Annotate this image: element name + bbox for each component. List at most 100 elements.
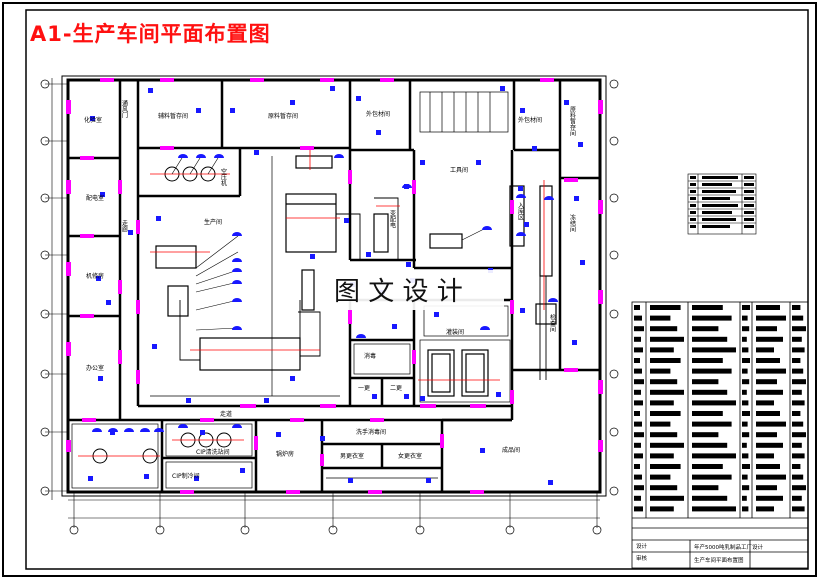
equipment-list-rows bbox=[634, 305, 806, 512]
table-cell-mark bbox=[634, 305, 640, 310]
table-cell-mark bbox=[742, 506, 749, 512]
table-cell-mark bbox=[634, 326, 644, 332]
room-label: 生产间 bbox=[204, 218, 222, 226]
table-cell-mark bbox=[692, 474, 732, 480]
table-cell-mark bbox=[756, 421, 786, 427]
table-cell-mark bbox=[742, 485, 750, 491]
table-cell-mark bbox=[634, 400, 643, 406]
table-cell-mark bbox=[742, 400, 749, 406]
blue-lamp-icons bbox=[92, 154, 558, 432]
table-cell-mark bbox=[634, 485, 644, 491]
table-cell-mark bbox=[756, 485, 777, 491]
table-cell-mark bbox=[756, 368, 786, 374]
table-cell-mark bbox=[692, 389, 728, 395]
room-label: 机修房 bbox=[86, 272, 104, 280]
table-cell-mark bbox=[692, 315, 732, 321]
filler-1 bbox=[427, 349, 455, 397]
table-cell-mark bbox=[742, 379, 750, 385]
table-cell-mark bbox=[742, 389, 747, 395]
table-cell-mark bbox=[792, 315, 804, 321]
table-cell-mark bbox=[742, 432, 750, 438]
table-cell-mark bbox=[756, 400, 774, 406]
table-cell-mark bbox=[792, 400, 805, 406]
table-cell-mark bbox=[792, 506, 805, 512]
table-cell-mark bbox=[756, 411, 780, 416]
table-cell-mark bbox=[692, 368, 732, 374]
room-label: 外包材间 bbox=[518, 116, 542, 124]
table-cell-mark bbox=[742, 464, 750, 469]
table-cell-mark bbox=[692, 347, 736, 353]
room-label: 通风门 bbox=[121, 99, 128, 119]
room-label: 空压机 bbox=[220, 167, 227, 187]
table-cell-mark bbox=[634, 453, 643, 459]
room-label: 办公室 bbox=[86, 364, 104, 372]
label-design: 设计 bbox=[636, 542, 648, 550]
table-cell-mark bbox=[792, 368, 804, 374]
table-cell-mark bbox=[756, 315, 786, 321]
table-cell-mark bbox=[792, 442, 802, 448]
page-title: A1-生产车间平面布置图 bbox=[30, 22, 271, 46]
table-cell-mark bbox=[792, 347, 805, 353]
table-cell-mark bbox=[792, 485, 806, 491]
table-cell-mark bbox=[692, 358, 723, 363]
secondary-lines bbox=[71, 91, 511, 489]
table-cell-mark bbox=[650, 485, 678, 491]
table-cell-mark bbox=[634, 336, 641, 342]
table-cell-mark bbox=[650, 474, 671, 480]
table-cell-mark bbox=[756, 305, 780, 310]
table-cell-mark bbox=[742, 474, 748, 480]
table-cell-mark bbox=[742, 368, 748, 374]
room-label: 锅炉房 bbox=[276, 450, 294, 458]
table-cell-mark bbox=[792, 474, 804, 480]
table-cell-mark bbox=[650, 368, 671, 374]
red-markings bbox=[78, 150, 545, 457]
table-cell-mark bbox=[692, 485, 719, 491]
table-cell-mark bbox=[792, 389, 802, 395]
table-cell-mark bbox=[692, 400, 736, 406]
table-cell-mark bbox=[756, 347, 774, 353]
table-cell-mark bbox=[650, 495, 684, 501]
table-cell-mark bbox=[650, 347, 674, 353]
table-cell-mark bbox=[634, 315, 642, 321]
table-cell-mark bbox=[634, 432, 644, 438]
equipment bbox=[155, 155, 557, 397]
room-label: 工具间 bbox=[450, 166, 468, 174]
table-cell-mark bbox=[692, 495, 728, 501]
pasteurizer bbox=[199, 337, 301, 371]
table-cell-mark bbox=[650, 432, 678, 438]
room-label: 洗手消毒间 bbox=[356, 428, 386, 436]
table-cell-mark bbox=[756, 379, 777, 385]
table-cell-mark bbox=[692, 442, 728, 448]
table-cell-mark bbox=[650, 453, 674, 459]
drawing-name: 生产车间平面布置图 bbox=[694, 556, 744, 564]
table-cell-mark bbox=[792, 495, 802, 501]
room-label: 女更衣室 bbox=[398, 452, 422, 460]
table-cell-mark bbox=[742, 336, 747, 342]
room-label: 化验室 bbox=[84, 116, 102, 124]
table-cell-mark bbox=[634, 421, 642, 427]
table-cell-mark bbox=[792, 411, 801, 416]
table-cell-mark bbox=[792, 336, 802, 342]
room-label: 灌装间 bbox=[446, 328, 464, 336]
table-cell-mark bbox=[756, 453, 774, 459]
table-cell-mark bbox=[650, 315, 671, 321]
table-cell-mark bbox=[742, 358, 750, 363]
table-cell-mark bbox=[650, 421, 671, 427]
table-cell-mark bbox=[650, 400, 674, 406]
room-label: 入库区 bbox=[517, 202, 524, 220]
table-cell-mark bbox=[634, 442, 641, 448]
table-cell-mark bbox=[692, 336, 728, 342]
table-cell-mark bbox=[692, 411, 723, 416]
table-cell-mark bbox=[742, 347, 749, 353]
room-label: 原料暂存间 bbox=[569, 106, 576, 137]
table-cell-mark bbox=[792, 464, 801, 469]
table-cell-mark bbox=[756, 432, 777, 438]
room-label: 原料暂存间 bbox=[268, 112, 298, 120]
table-cell-mark bbox=[634, 379, 644, 385]
table-cell-mark bbox=[756, 474, 786, 480]
axis-bubbles-bottom bbox=[69, 525, 602, 535]
room-label: 冻结间 bbox=[569, 213, 576, 233]
room-label: 走道 bbox=[220, 410, 232, 418]
room-label: 检查间 bbox=[549, 313, 556, 333]
